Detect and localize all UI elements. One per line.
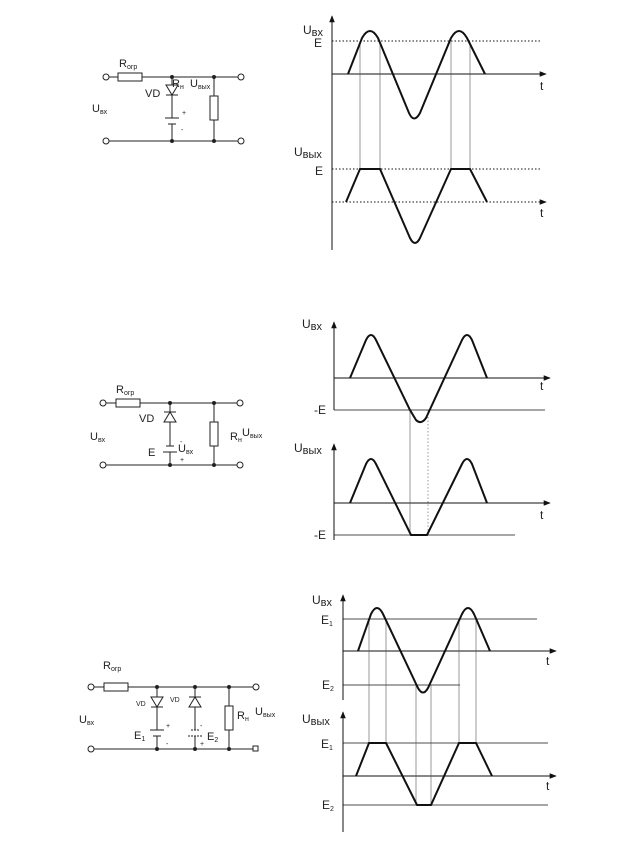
e1-label: E1 — [134, 730, 145, 743]
input-terminal-bottom — [102, 137, 110, 145]
diode-label: VD — [145, 88, 160, 100]
graph1-bottom-t-label: t — [540, 206, 544, 220]
graph1-output-wave — [345, 168, 488, 244]
battery-plus: + — [182, 110, 186, 117]
graph3-e2-label: E2 — [322, 678, 334, 693]
input-terminal-top — [87, 683, 95, 691]
output-terminal-top — [236, 399, 244, 407]
source-u-label: Uвх — [178, 443, 194, 456]
diode2-label: VD — [170, 697, 180, 704]
graph2-output-wave — [349, 458, 488, 536]
graph-1 — [329, 15, 547, 250]
u-in-label: Uвх — [90, 431, 106, 444]
graph2-bottom-y-label: Uвых — [294, 441, 322, 457]
r-lim-label: Rогр — [119, 58, 137, 71]
graph3-input-wave — [357, 607, 491, 694]
graph1-bottom-y-label: Uвых — [294, 145, 322, 161]
diode-label: VD — [139, 413, 154, 425]
graph3-output-wave — [355, 742, 493, 806]
graph1-bottom-e-label: E — [315, 164, 323, 178]
graph2-input-wave — [349, 334, 488, 424]
e2-plus: + — [200, 741, 204, 748]
diode-vd — [163, 411, 177, 423]
graph1-top-e-label: E — [314, 36, 322, 50]
r-lim-label: Rогр — [116, 384, 134, 397]
battery-minus: - — [181, 127, 184, 134]
graph3-bottom-y-label: Uвых — [302, 712, 330, 728]
r-lim-label: Rогр — [103, 660, 121, 673]
input-terminal-bottom — [99, 461, 107, 469]
graph2-bottom-t-label: t — [540, 508, 544, 522]
diode1-label: VD — [136, 701, 146, 708]
source-e-label: E — [148, 447, 155, 459]
diode-vd1 — [150, 696, 164, 708]
limiting-resistor — [103, 682, 129, 692]
load-resistor — [224, 705, 234, 731]
graph2-top-t-label: t — [540, 379, 544, 393]
graph1-input-wave — [347, 30, 486, 120]
battery-plus: + — [180, 457, 184, 464]
graph3-e1-label: E1 — [321, 613, 333, 628]
limiting-resistor — [117, 72, 143, 82]
diode-vd — [165, 84, 179, 96]
graph3-top-y-label: Uвх — [312, 593, 333, 609]
limiting-resistor — [115, 398, 141, 408]
graph3-top-t-label: t — [546, 654, 550, 668]
load-resistor — [209, 421, 219, 447]
u-out-label: Uвых — [255, 706, 276, 719]
r-load-label: Rн — [230, 431, 242, 444]
graph1-top-y-label: Uвх — [303, 23, 324, 39]
output-terminal-top — [237, 73, 245, 81]
e1-minus: - — [166, 741, 169, 748]
e1-plus: + — [166, 723, 170, 730]
input-terminal-top — [99, 399, 107, 407]
circuit-1 — [102, 72, 245, 145]
load-resistor — [209, 95, 219, 121]
battery-minus: - — [180, 439, 183, 446]
graph3-bottom-t-label: t — [546, 779, 550, 793]
circuit-2 — [99, 398, 244, 469]
r-load-label: Rн — [237, 710, 249, 723]
graph2-bottom-e-label: -E — [314, 528, 326, 542]
u-in-label: Uвх — [92, 103, 108, 116]
graph3-bottom-e1-label: E1 — [321, 737, 333, 752]
graph-2 — [331, 321, 551, 540]
graph2-top-e-label: -E — [314, 403, 326, 417]
u-in-label: Uвх — [79, 714, 95, 727]
output-terminal-bottom — [237, 137, 245, 145]
e2-label: E2 — [207, 731, 218, 744]
u-out-label: Uвых — [190, 78, 211, 91]
diode-vd2 — [188, 696, 202, 708]
graph2-top-y-label: Uвх — [302, 317, 323, 333]
graph3-bottom-e2-label: E2 — [322, 798, 334, 813]
graph-3 — [340, 594, 557, 832]
input-terminal-bottom — [87, 745, 95, 753]
r-load-label: Rн — [172, 78, 184, 91]
u-out-label: Uвых — [242, 427, 263, 440]
input-terminal-top — [102, 73, 110, 81]
output-terminal-bottom — [236, 461, 244, 469]
graph1-top-t-label: t — [540, 79, 544, 93]
e2-minus: - — [200, 723, 203, 730]
circuit-3 — [87, 682, 260, 753]
output-terminal-top — [252, 683, 260, 691]
output-terminal-bottom — [252, 745, 259, 752]
